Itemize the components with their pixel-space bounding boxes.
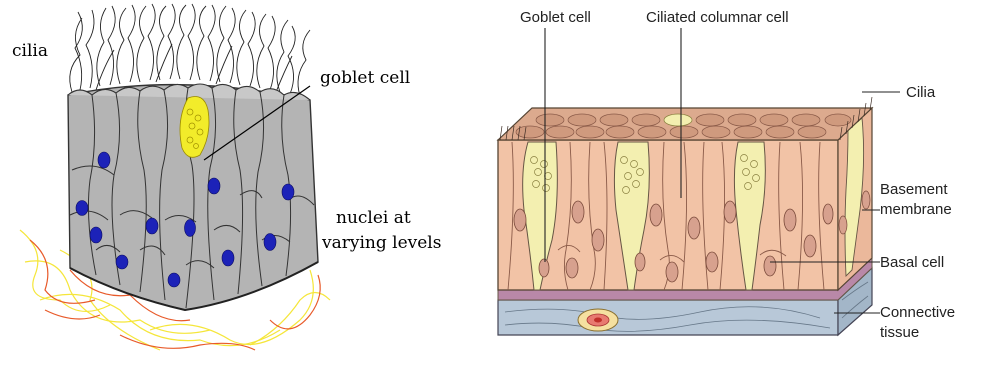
label-goblet-cell: goblet cell: [320, 68, 410, 88]
label-cilia-right: Cilia: [906, 84, 936, 101]
right-diagram: Goblet cell Ciliated columnar cell Cilia…: [498, 9, 955, 341]
left-diagram: cilia goblet cell nuclei at varying leve…: [12, 4, 441, 350]
nucleus: [222, 250, 234, 266]
nucleus: [90, 227, 102, 243]
label-ciliated-columnar-cell: Ciliated columnar cell: [646, 9, 789, 26]
epithelium-front: [498, 140, 838, 290]
nucleus: [168, 273, 180, 287]
label-nuclei-line1: nuclei at: [336, 208, 411, 228]
nucleus: [282, 184, 294, 200]
label-connective-line2: tissue: [880, 324, 919, 341]
nucleus: [98, 152, 110, 168]
nucleus: [264, 234, 276, 251]
label-nuclei-line2: varying levels: [321, 233, 441, 253]
nucleus: [185, 220, 196, 237]
label-basal-cell: Basal cell: [880, 254, 944, 271]
label-connective-line1: Connective: [880, 304, 955, 321]
label-cilia: cilia: [12, 41, 48, 61]
label-basement-line1: Basement: [880, 181, 948, 198]
epithelium-top: [498, 97, 872, 140]
nucleus: [116, 255, 128, 269]
nucleus: [76, 201, 88, 216]
left-cilia: [70, 4, 310, 96]
label-basement-line2: membrane: [880, 201, 952, 218]
label-goblet-cell-right: Goblet cell: [520, 9, 591, 26]
nucleus: [146, 218, 158, 234]
nucleus: [208, 178, 220, 194]
